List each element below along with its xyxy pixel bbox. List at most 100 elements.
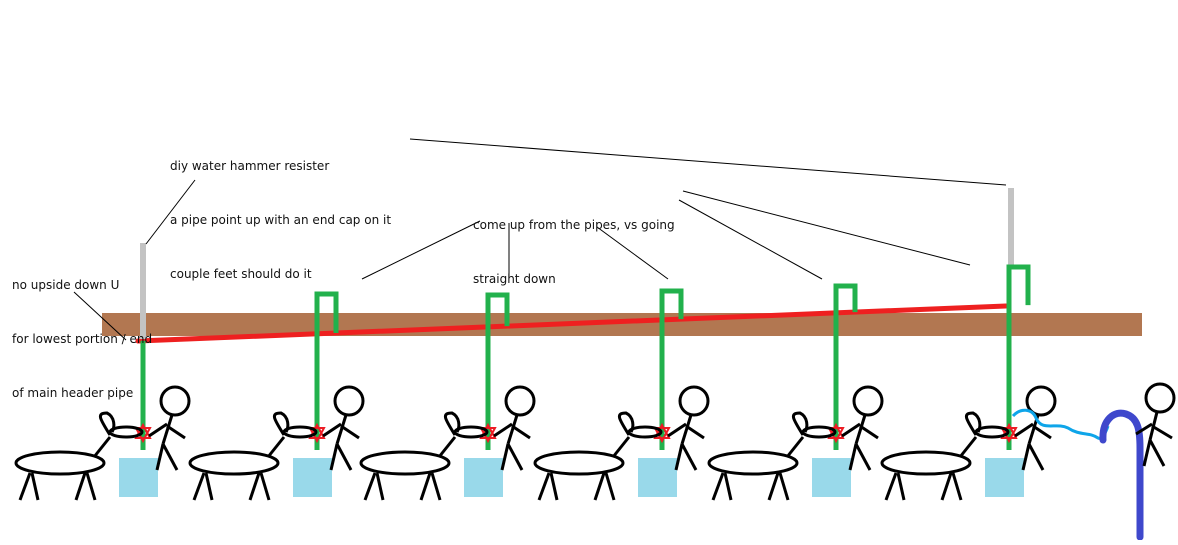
person-head xyxy=(159,385,191,417)
note-line: come up from the pipes, vs going xyxy=(473,218,675,232)
nipple-star-icon xyxy=(134,422,152,439)
leader-lines xyxy=(73,138,1007,341)
note-line: couple feet should do it xyxy=(170,267,312,281)
nipple-star-icon xyxy=(479,422,497,439)
person-body xyxy=(335,414,348,445)
person-head xyxy=(1025,385,1057,417)
nipple-star-icon xyxy=(653,422,671,439)
goat-leg xyxy=(711,472,725,501)
person-leg xyxy=(1021,443,1031,471)
goat-icon xyxy=(188,411,318,501)
goat-leg xyxy=(593,472,606,501)
person-body xyxy=(161,414,174,445)
goat-neck xyxy=(92,436,112,458)
leader-hammer-right xyxy=(409,138,1007,186)
water-tub-icon xyxy=(119,458,158,497)
goat-ear xyxy=(617,411,635,436)
person-head xyxy=(333,385,365,417)
station xyxy=(188,291,365,501)
goat-leg xyxy=(204,472,214,501)
goat-ear xyxy=(98,411,116,436)
person-leg xyxy=(680,443,698,471)
stick-person-icon xyxy=(148,385,191,471)
nipple-star-icon xyxy=(1000,422,1018,439)
stick-person-icon xyxy=(841,385,884,471)
drop-pipe-u xyxy=(833,283,858,450)
person-body xyxy=(680,414,693,445)
person-leg xyxy=(335,443,353,471)
goat-leg xyxy=(723,472,733,501)
goat-neck xyxy=(437,436,457,458)
goat-head xyxy=(108,425,144,439)
water-tub-icon xyxy=(293,458,332,497)
water-tub-icon xyxy=(985,458,1024,497)
person-head xyxy=(678,385,710,417)
person-arm xyxy=(667,422,687,438)
person-arm xyxy=(148,422,168,438)
note-line: diy water hammer resister xyxy=(170,159,330,173)
stick-person-icon xyxy=(1135,382,1176,467)
station xyxy=(880,264,1057,501)
leader-hammer-left xyxy=(145,179,196,245)
goat-neck xyxy=(266,436,286,458)
station xyxy=(707,283,884,501)
drop-pipe-u xyxy=(485,292,510,450)
station xyxy=(359,292,536,501)
person-leg xyxy=(1027,443,1045,471)
goat-leg xyxy=(30,472,40,501)
note-line: for lowest portion / end xyxy=(12,332,153,346)
station xyxy=(14,340,191,501)
person-leg xyxy=(329,443,339,471)
stick-person-icon xyxy=(493,385,536,471)
person-arm xyxy=(340,424,360,440)
goat-leg xyxy=(884,472,898,501)
person-arm xyxy=(685,424,705,440)
goat-head xyxy=(974,425,1010,439)
note-line: no upside down U xyxy=(12,278,120,292)
stick-person-icon xyxy=(667,385,710,471)
person-arm xyxy=(493,422,513,438)
goat-icon xyxy=(533,411,663,501)
leader-up-1 xyxy=(361,220,481,280)
goat-body xyxy=(359,450,451,476)
goat-ear xyxy=(272,411,290,436)
goat-body xyxy=(14,450,106,476)
goat-leg xyxy=(430,472,442,501)
note-line: of main header pipe xyxy=(12,386,134,400)
leader-up-3 xyxy=(596,226,669,280)
hose xyxy=(1011,408,1110,440)
person-body xyxy=(854,414,867,445)
goat-leg xyxy=(85,472,97,501)
main-header-pipe xyxy=(135,303,1009,344)
water-tub-icon xyxy=(812,458,851,497)
goat-leg xyxy=(537,472,551,501)
drop-pipe-u xyxy=(1006,264,1031,450)
goat-leg xyxy=(604,472,616,501)
goat-head xyxy=(801,425,837,439)
goat-leg xyxy=(248,472,261,501)
goat-leg xyxy=(375,472,385,501)
goat-ear xyxy=(443,411,461,436)
person-arm xyxy=(841,422,861,438)
goat-icon xyxy=(707,411,837,501)
goat-leg xyxy=(74,472,87,501)
goat-head xyxy=(627,425,663,439)
goat-head xyxy=(453,425,489,439)
goat-icon xyxy=(359,411,489,501)
goat-leg xyxy=(951,472,963,501)
stick-person-icon xyxy=(322,385,365,471)
goat-body xyxy=(707,450,799,476)
nipple-star-icon xyxy=(308,422,326,439)
note-line: a pipe point up with an end cap on it xyxy=(170,213,392,227)
goat-neck xyxy=(958,436,978,458)
goat-leg xyxy=(940,472,953,501)
stations-layer xyxy=(14,264,1057,501)
note-line: straight down xyxy=(473,272,556,286)
goat-ear xyxy=(964,411,982,436)
goat-leg xyxy=(896,472,906,501)
goat-leg xyxy=(192,472,206,501)
leader-up-4 xyxy=(678,199,823,280)
water-tub-icon xyxy=(464,458,503,497)
drop-pipe-u xyxy=(314,291,339,450)
